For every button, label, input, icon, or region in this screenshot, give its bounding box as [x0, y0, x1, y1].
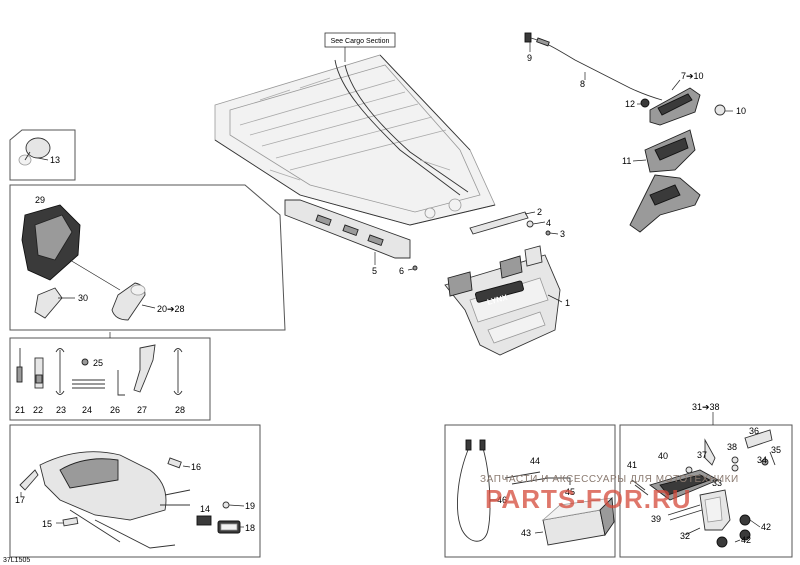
- callout-41: 41: [627, 460, 637, 470]
- callout-13: 13: [50, 155, 60, 165]
- callout-32: 32: [680, 531, 690, 541]
- callout-21: 21: [15, 405, 25, 415]
- callout-29: 29: [35, 195, 45, 205]
- callout-45: 45: [565, 487, 575, 497]
- callout-19: 19: [245, 501, 255, 511]
- callouts: 1 2 3 4 5 6 7➔10 8 9 10 11 12 13 14 15 1…: [3, 53, 781, 564]
- part-7-10-taillight: [649, 79, 701, 126]
- callout-34: 34: [757, 455, 767, 465]
- callout-46: 46: [497, 495, 507, 505]
- callout-4: 4: [546, 218, 551, 228]
- callout-26: 26: [110, 405, 120, 415]
- callout-39: 39: [651, 514, 661, 524]
- box-decals: [9, 424, 261, 558]
- callout-3: 3: [560, 229, 565, 239]
- see-cargo-note-text: See Cargo Section: [331, 38, 390, 45]
- callout-37: 37: [697, 450, 707, 460]
- callout-6: 6: [399, 266, 404, 276]
- callout-2: 2: [537, 207, 542, 217]
- callout-35: 35: [771, 445, 781, 455]
- callout-5: 5: [372, 266, 377, 276]
- callout-38: 38: [727, 442, 737, 452]
- callout-23: 23: [56, 405, 66, 415]
- watermark: ЗАПЧАСТИ И АКСЕССУАРЫ ДЛЯ МОТОТЕХНИКИ PA…: [480, 474, 739, 514]
- box-13: [9, 129, 76, 181]
- callout-7-10: 7➔10: [681, 71, 704, 81]
- box-toolkit: [9, 184, 286, 331]
- watermark-text: ЗАПЧАСТИ И АКСЕССУАРЫ ДЛЯ МОТОТЕХНИКИ: [480, 474, 739, 485]
- callout-18: 18: [245, 523, 255, 533]
- callout-42b: 42: [741, 535, 751, 545]
- callout-43: 43: [521, 528, 531, 538]
- part-12-grommet: [637, 98, 650, 108]
- watermark-logo: PARTS-FOR.RU: [485, 484, 692, 514]
- callout-25: 25: [93, 358, 103, 368]
- part-6-screw: [407, 265, 418, 271]
- callout-36: 36: [749, 426, 759, 436]
- box-43-46: [444, 424, 616, 558]
- callout-17: 17: [15, 495, 25, 505]
- callout-8: 8: [580, 79, 585, 89]
- callout-42a: 42: [761, 522, 771, 532]
- callout-15: 15: [42, 519, 52, 529]
- box-hitch: [619, 412, 793, 558]
- box-tools: [9, 332, 211, 421]
- callout-11: 11: [622, 156, 631, 166]
- callout-12: 12: [625, 99, 635, 109]
- callout-28: 28: [175, 405, 185, 415]
- part-3-screw: [545, 230, 559, 236]
- callout-10: 10: [736, 106, 746, 116]
- callout-31-38: 31➔38: [692, 402, 720, 412]
- part-2-bracket: [469, 211, 536, 235]
- see-cargo-note: See Cargo Section: [324, 32, 396, 62]
- callout-22: 22: [33, 405, 43, 415]
- callout-44: 44: [530, 456, 540, 466]
- callout-24: 24: [82, 405, 92, 415]
- part-1-mudflap: LYNX: [444, 245, 563, 356]
- callout-30: 30: [78, 293, 88, 303]
- part-8-harness: [530, 37, 663, 101]
- part-11-housing: [629, 129, 701, 233]
- part-10-bulb: [714, 104, 733, 116]
- callout-33: 33: [712, 478, 722, 488]
- cargo-rack: [214, 54, 496, 226]
- callout-40: 40: [658, 451, 668, 461]
- callout-20-28: 20➔28: [157, 304, 185, 314]
- callout-16: 16: [191, 462, 201, 472]
- part-4-washer: [526, 220, 546, 228]
- part-5-rail: [284, 199, 411, 265]
- callout-27: 27: [137, 405, 147, 415]
- callout-1: 1: [565, 298, 570, 308]
- callout-9: 9: [527, 53, 532, 63]
- part-9-connector: [524, 32, 532, 52]
- figure-code: 37L1505: [3, 557, 30, 564]
- callout-14: 14: [200, 504, 210, 514]
